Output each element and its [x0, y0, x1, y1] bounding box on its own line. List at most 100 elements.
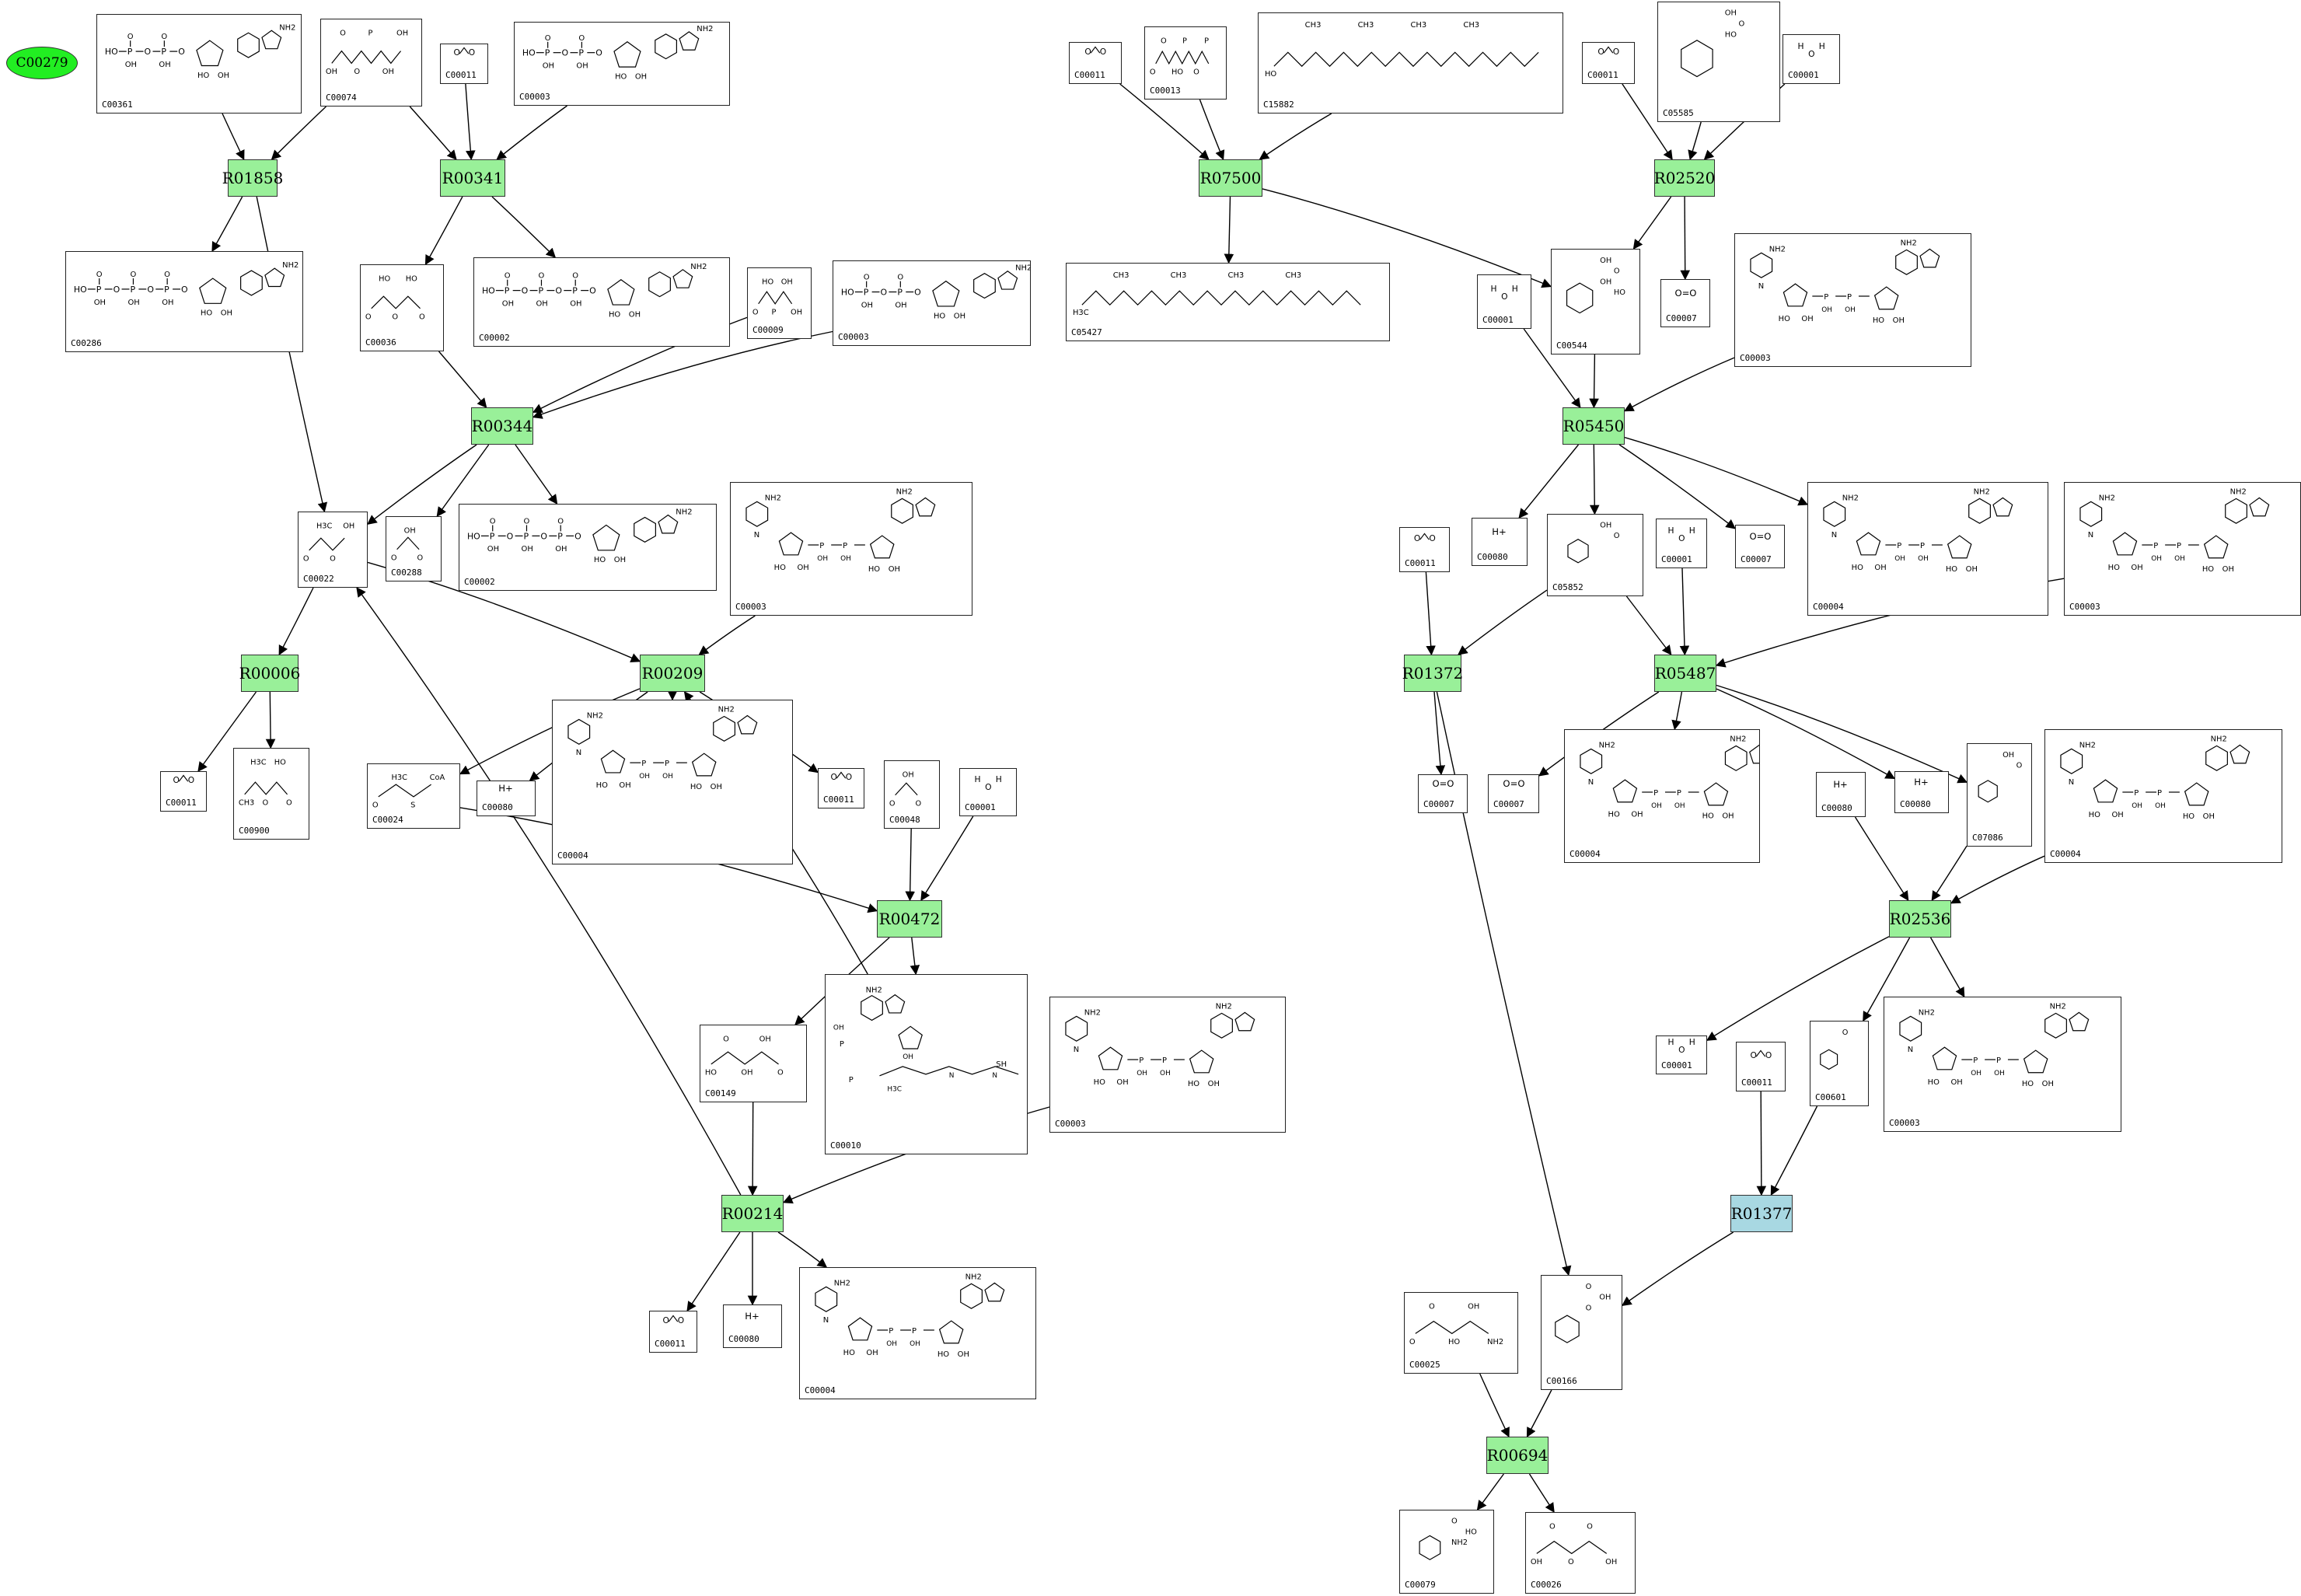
- svg-text:O: O: [777, 1069, 784, 1077]
- svg-text:N: N: [1908, 1046, 1913, 1054]
- reaction-r00472[interactable]: R00472: [877, 900, 942, 938]
- compound-structure: HOH: [1797, 41, 1824, 59]
- svg-text:CH3: CH3: [1305, 21, 1322, 30]
- svg-text:OH: OH: [833, 1024, 844, 1032]
- compound-c00080[interactable]: H+C00080: [1472, 518, 1528, 566]
- reaction-r02536[interactable]: R02536: [1889, 900, 1951, 938]
- svg-text:P: P: [505, 286, 510, 296]
- edge-r3-c14: [265, 691, 276, 749]
- reaction-r01858[interactable]: R01858: [222, 159, 283, 197]
- reaction-r07500[interactable]: R07500: [1199, 159, 1262, 197]
- svg-text:NH2: NH2: [866, 987, 882, 995]
- svg-text:O: O: [897, 274, 903, 282]
- compound-c00080[interactable]: H+C00080: [1894, 771, 1949, 813]
- edge-c40-r11: [1625, 595, 1672, 656]
- svg-text:O: O: [130, 271, 136, 279]
- reaction-r05487[interactable]: R05487: [1654, 655, 1716, 692]
- reaction-r00006[interactable]: R00006: [239, 655, 300, 692]
- compound-c00080[interactable]: H+C00080: [477, 781, 536, 816]
- reaction-r01372[interactable]: R01372: [1402, 655, 1463, 692]
- compound-c00080[interactable]: H+C00080: [1816, 772, 1866, 817]
- svg-text:O: O: [303, 555, 309, 564]
- reaction-r01377[interactable]: R01377: [1730, 1195, 1793, 1232]
- reaction-r00694[interactable]: R00694: [1486, 1437, 1549, 1474]
- svg-text:P: P: [572, 286, 578, 296]
- reaction-r02520[interactable]: R02520: [1654, 159, 1715, 197]
- reaction-r00209[interactable]: R00209: [640, 655, 705, 692]
- svg-text:O: O: [147, 285, 154, 295]
- reaction-r05450[interactable]: R05450: [1563, 407, 1625, 445]
- svg-text:HO: HO: [843, 1349, 855, 1357]
- svg-text:HO: HO: [690, 783, 702, 791]
- compound-id-label: C00025: [1409, 1360, 1440, 1370]
- reaction-r00214[interactable]: R00214: [721, 1195, 784, 1232]
- edge-c0-r0: [222, 113, 245, 161]
- compound-c00080[interactable]: H+C00080: [723, 1304, 782, 1348]
- svg-text:OH: OH: [614, 556, 626, 564]
- svg-text:NH2: NH2: [282, 261, 299, 270]
- reaction-r00341[interactable]: R00341: [440, 159, 505, 197]
- compound-id-label: C00011: [445, 70, 477, 80]
- reaction-r00344[interactable]: R00344: [471, 407, 533, 445]
- start-compound-node[interactable]: C00279: [6, 47, 78, 79]
